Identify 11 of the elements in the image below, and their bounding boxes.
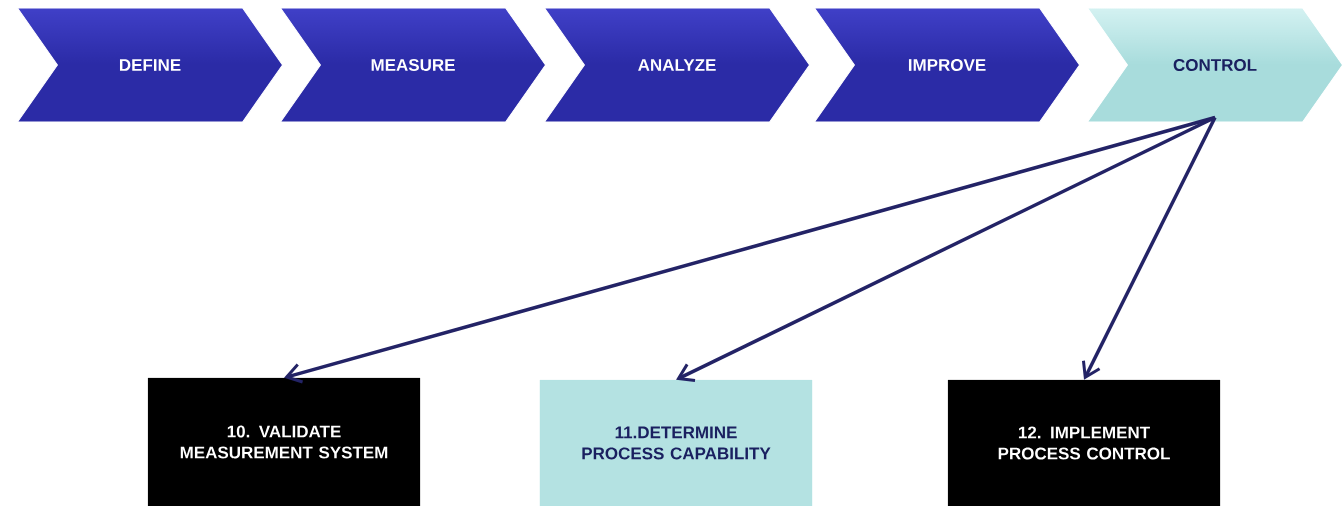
process-box: 10. VALIDATE MEASUREMENT SYSTEM: [147, 377, 421, 506]
chevron-step: IMPROVE: [814, 7, 1080, 123]
process-box: 12. IMPLEMENT PROCESS CONTROL: [947, 379, 1221, 506]
arrow: [676, 115, 1216, 383]
arrow: [1081, 116, 1217, 380]
chevron-step: DEFINE: [17, 7, 283, 123]
process-box: 11.DETERMINE PROCESS CAPABILITY: [539, 379, 813, 506]
chevron-step: CONTROL: [1087, 7, 1343, 123]
chevron-step: MEASURE: [280, 7, 546, 123]
arrow: [284, 115, 1216, 384]
chevron-step: ANALYZE: [544, 7, 810, 123]
